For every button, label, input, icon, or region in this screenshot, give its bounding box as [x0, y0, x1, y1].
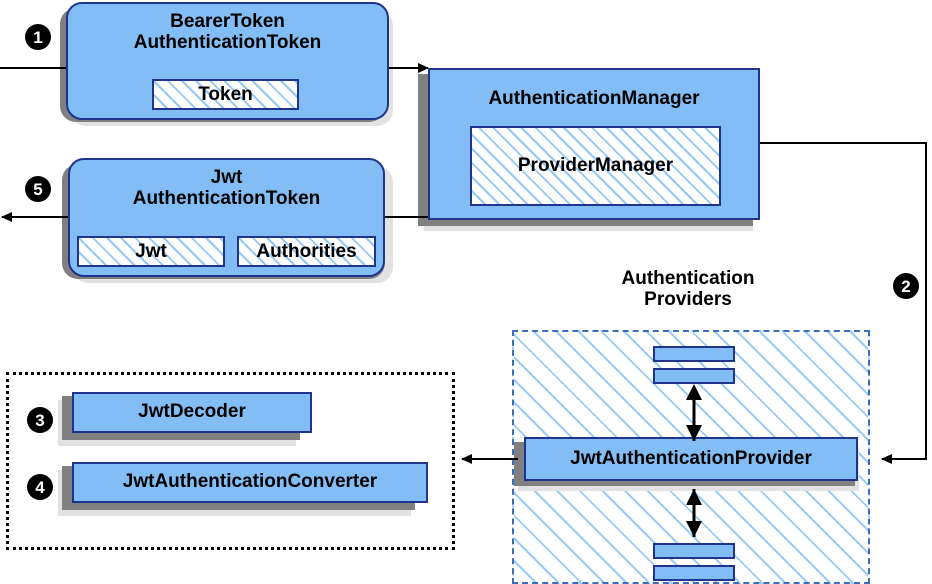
inner-box-token: Token	[152, 79, 299, 110]
authentication-providers-label: Authentication Providers	[586, 268, 790, 311]
authentication-manager-title: AuthenticationManager	[488, 88, 700, 109]
jwt-converter-title: JwtAuthenticationConverter	[122, 471, 378, 493]
provider-bar-top-2	[653, 368, 735, 384]
step-bullet-3: 3	[27, 407, 53, 433]
inner-box-provider-manager: ProviderManager	[470, 126, 721, 206]
jwt-provider-title: JwtAuthenticationProvider	[570, 447, 812, 469]
group-jwt-support	[6, 372, 455, 550]
authentication-providers-label-line1: Authentication	[621, 268, 755, 289]
provider-bar-top-1	[653, 346, 735, 362]
node-bearer-token-authentication-token[interactable]: BearerToken AuthenticationToken	[66, 2, 389, 120]
step-bullet-5: 5	[25, 176, 51, 202]
provider-bar-bottom-1	[653, 543, 735, 559]
provider-bar-bottom-2	[653, 565, 735, 581]
jwt-token-title-line1: Jwt	[210, 167, 243, 188]
jwt-token-title-line2: AuthenticationToken	[132, 187, 321, 209]
step-bullet-2: 2	[893, 273, 919, 299]
node-jwt-authentication-provider[interactable]: JwtAuthenticationProvider	[524, 437, 858, 481]
step-bullet-1: 1	[25, 24, 51, 50]
node-jwt-authentication-converter[interactable]: JwtAuthenticationConverter	[72, 462, 428, 503]
bearer-token-title-line1: BearerToken	[170, 11, 285, 32]
bearer-token-title-line2: AuthenticationToken	[133, 31, 322, 53]
inner-box-authorities: Authorities	[237, 236, 376, 267]
step-bullet-4: 4	[27, 474, 53, 500]
node-jwt-decoder[interactable]: JwtDecoder	[72, 392, 312, 433]
inner-box-jwt: Jwt	[77, 236, 225, 267]
jwt-decoder-title: JwtDecoder	[138, 401, 246, 423]
authentication-providers-label-line2: Providers	[644, 289, 732, 311]
